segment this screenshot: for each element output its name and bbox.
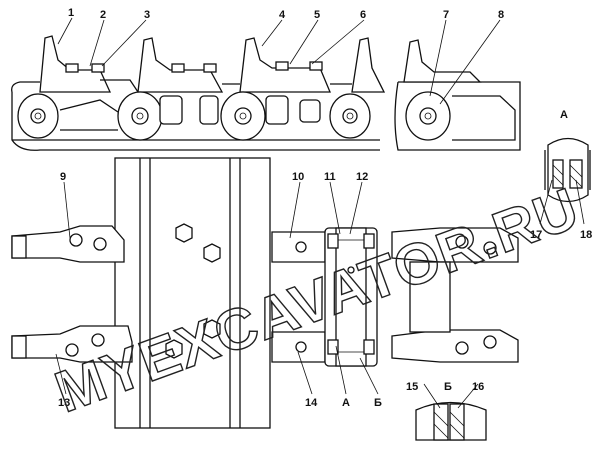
callout-2: 2 (100, 9, 106, 21)
callout-10: 10 (292, 171, 304, 183)
chain-bushings (17, 91, 371, 141)
single-link-view (394, 39, 521, 151)
callout-16: 16 (472, 381, 484, 393)
callout-17: 17 (530, 229, 542, 241)
callout-14: 14 (305, 397, 318, 409)
section-b-detail (415, 401, 487, 441)
section-a-detail (544, 137, 591, 203)
callout-8: 8 (498, 9, 504, 21)
shoe-bolts (65, 61, 323, 73)
callout-18: 18 (580, 229, 592, 241)
callout-12: 12 (356, 171, 368, 183)
callout-6: 6 (360, 9, 366, 21)
callout-labels: 1 2 3 4 5 6 7 8 9 10 11 12 13 14 15 16 1… (58, 7, 592, 409)
section-a-bottom-label: A (342, 397, 350, 409)
section-b-detail-label: Б (444, 381, 452, 393)
callout-15: 15 (406, 381, 418, 393)
shoe-bolt-heads (165, 223, 221, 359)
callout-7: 7 (443, 9, 449, 21)
track-chain-side-view (11, 35, 386, 151)
section-letters: A A Б Б (342, 109, 568, 409)
callout-3: 3 (144, 9, 150, 21)
callout-1: 1 (68, 7, 74, 19)
callout-5: 5 (314, 9, 320, 21)
chain-top-view (11, 157, 519, 429)
section-a-top-label: A (560, 109, 568, 121)
leader-lines (55, 17, 585, 409)
pin-bushing-section (271, 227, 378, 367)
callout-4: 4 (279, 9, 286, 21)
callout-13: 13 (58, 397, 70, 409)
callout-11: 11 (324, 171, 336, 183)
section-b-bottom-label: Б (374, 397, 382, 409)
callout-9: 9 (60, 171, 66, 183)
